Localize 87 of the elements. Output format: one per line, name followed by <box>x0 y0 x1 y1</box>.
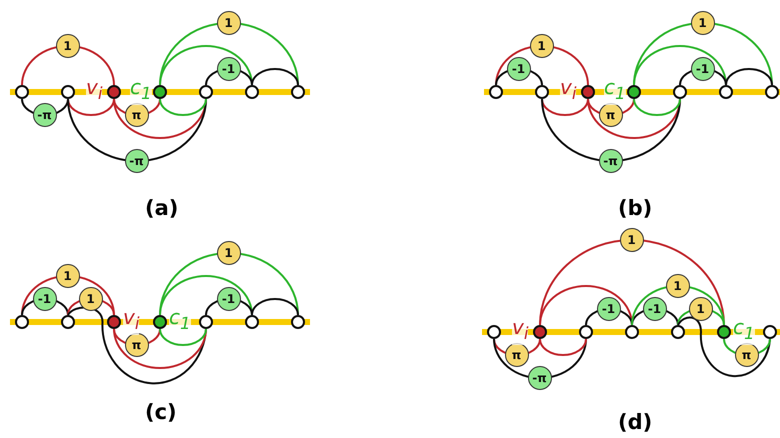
edge-label: -1 <box>32 286 56 310</box>
arc-edge <box>67 98 115 116</box>
vertex-circle <box>627 85 641 99</box>
arc-edge <box>631 285 725 326</box>
edge-label: π <box>124 332 148 356</box>
edge-label: -1 <box>216 56 240 80</box>
vertex-circle <box>107 85 121 99</box>
vertex-circle <box>581 85 595 99</box>
vertex-circle <box>245 85 259 99</box>
edge-label: 1 <box>688 296 712 320</box>
arc-edge <box>677 308 725 326</box>
edge-label: 1 <box>78 286 102 310</box>
vertex-circle <box>153 315 167 329</box>
arc-edge <box>539 338 587 356</box>
vertex-circle <box>245 315 259 329</box>
arc-edge <box>159 98 207 116</box>
edge-label: -π <box>124 148 148 172</box>
arc-edge <box>633 22 773 86</box>
arc-edge <box>493 338 541 356</box>
vertex-circle <box>763 325 777 339</box>
arc-edge <box>21 45 115 86</box>
vertex-circle <box>535 85 549 99</box>
arc-edge <box>633 98 681 116</box>
edge-label: -1 <box>642 296 666 320</box>
arc-edge <box>723 338 771 356</box>
arc-edge <box>495 45 589 86</box>
arc-edge <box>159 252 299 316</box>
panel-label: (c) <box>145 400 177 424</box>
vertex-circle <box>579 325 593 339</box>
arc-edge <box>159 328 207 346</box>
vertex-circle <box>107 315 121 329</box>
edge-label: -1 <box>506 56 530 80</box>
vertex-circle <box>487 325 501 339</box>
edge-label: 1 <box>56 264 80 288</box>
arc-edge <box>113 328 161 346</box>
arc-edge <box>251 68 299 86</box>
edge-label: -1 <box>596 296 620 320</box>
edge-label: 1 <box>530 34 554 58</box>
vertex-circle <box>717 325 731 339</box>
arc-edge <box>67 298 115 316</box>
arc-edge <box>493 338 587 379</box>
vertex-circle <box>291 85 305 99</box>
vertex-circle <box>671 325 685 339</box>
vertex-circle <box>15 315 29 329</box>
vertex-circle <box>489 85 503 99</box>
arc-edge <box>21 275 115 316</box>
edge-label: 1 <box>216 10 240 34</box>
arc-edge <box>67 306 207 384</box>
arc-edge <box>251 298 299 316</box>
arc-edge <box>587 98 635 116</box>
panel-label: (b) <box>618 196 652 220</box>
arc-edge <box>159 22 299 86</box>
edge-label: -1 <box>216 286 240 310</box>
edge-label: -π <box>528 366 552 390</box>
vertex-circle <box>765 85 779 99</box>
vertex-circle <box>673 85 687 99</box>
edge-label: π <box>504 342 528 366</box>
vertex-circle <box>199 85 213 99</box>
arc-edge <box>539 285 633 326</box>
arc-edge <box>113 328 207 369</box>
arc-edge <box>677 316 771 378</box>
vertex-circle <box>625 325 639 339</box>
edge-label: -π <box>32 102 56 126</box>
arc-edge <box>587 98 681 139</box>
panel-label: (d) <box>618 410 652 434</box>
edge-label: 1 <box>666 274 690 298</box>
vertex-circle <box>199 315 213 329</box>
edge-label: 1 <box>620 228 644 252</box>
vertex-circle <box>719 85 733 99</box>
edge-label: -π <box>598 148 622 172</box>
arc-edge <box>541 98 681 162</box>
arc-edge <box>67 98 207 162</box>
vertex-circle <box>61 315 75 329</box>
arc-edge <box>113 98 161 116</box>
vertex-circle <box>153 85 167 99</box>
edge-label: 1 <box>56 34 80 58</box>
vertex-circle <box>15 85 29 99</box>
arc-edge <box>725 68 773 86</box>
edge-label: 1 <box>690 10 714 34</box>
vertex-circle <box>61 85 75 99</box>
vertex-circle <box>533 325 547 339</box>
arc-edge <box>113 98 207 139</box>
arc-edge <box>541 98 589 116</box>
panel-label: (a) <box>145 196 178 220</box>
vertex-circle <box>291 315 305 329</box>
edge-label: 1 <box>216 240 240 264</box>
edge-label: -1 <box>690 56 714 80</box>
